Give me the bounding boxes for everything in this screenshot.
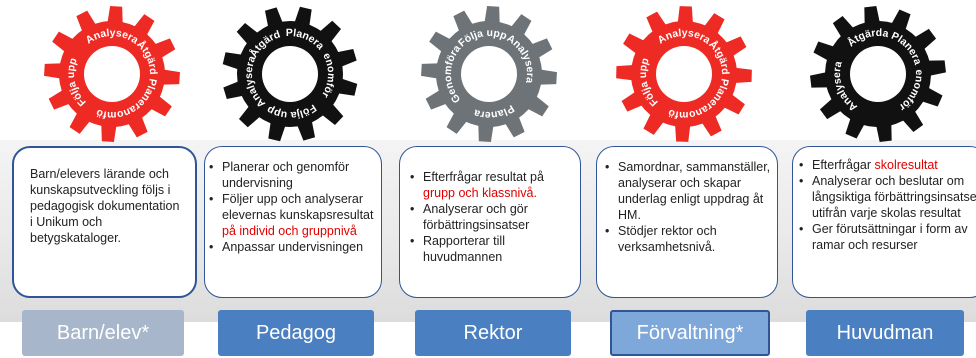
bullet-item: Rapporterar till huvudmannen: [410, 233, 574, 265]
gear-hole: [850, 46, 906, 102]
bullet-item: Stödjer rektor och verksamhetsnivå.: [605, 223, 773, 255]
gear-word: Analysera: [84, 27, 141, 47]
info-card: Samordnar, sammanställer, analyserar och…: [596, 146, 778, 298]
bullet-item: Samordnar, sammanställer, analyserar och…: [605, 159, 773, 223]
role-label-forvaltning: Förvaltning*: [610, 310, 770, 356]
gear-hole: [262, 46, 318, 102]
highlight-text: grupp och klassnivå.: [423, 186, 537, 200]
gear-word: Analysera: [656, 27, 713, 47]
column-huvudman: ÅtgärdaPlaneraGenomföraAnalysera Efterfr…: [786, 0, 976, 358]
highlight-text: på individ och gruppnivå: [222, 224, 357, 238]
gear-hole: [84, 46, 140, 102]
info-card: Planerar och genomför undervisning Följe…: [204, 146, 382, 298]
info-card: Efterfrågar skolresultat Analyserar och …: [792, 146, 976, 298]
gear-icon: Följa uppAnalyseraÅtgärdaPlaneraGenomför…: [40, 2, 184, 146]
gear-hole: [656, 46, 712, 102]
gear-graphic: Följa uppAnalyseraÅtgärdaPlaneraGenomför…: [40, 2, 180, 142]
gear-graphic: ÅtgärdaPlaneraGenomföraAnalysera: [806, 2, 946, 142]
bullet-list: Samordnar, sammanställer, analyserar och…: [605, 159, 773, 255]
bullet-list: Efterfrågar resultat på grupp och klassn…: [410, 169, 574, 265]
gear-hole: [461, 46, 517, 102]
bullet-item: Efterfrågar resultat på grupp och klassn…: [410, 169, 574, 201]
role-label-barn-elev: Barn/elev*: [22, 310, 184, 356]
bullet-item: Anpassar undervisningen: [209, 239, 377, 255]
bullet-item: Planerar och genomför undervisning: [209, 159, 377, 191]
column-barn-elev: Följa uppAnalyseraÅtgärdaPlaneraGenomför…: [0, 0, 200, 358]
role-label-pedagog: Pedagog: [218, 310, 374, 356]
card-text: Barn/elevers lärande och kunskapsutveckl…: [30, 167, 180, 245]
gear-graphic: ÅtgärdaPlaneraGenomföraFölja uppAnalyser…: [218, 2, 358, 142]
gear-icon: ÅtgärdaPlaneraGenomföraFölja uppAnalyser…: [218, 2, 362, 146]
role-label-rektor: Rektor: [415, 310, 571, 356]
bullet-list: Efterfrågar skolresultat Analyserar och …: [799, 157, 976, 253]
info-card: Efterfrågar resultat på grupp och klassn…: [399, 146, 581, 298]
info-card: Barn/elevers lärande och kunskapsutveckl…: [12, 146, 197, 298]
role-label-huvudman: Huvudman: [806, 310, 964, 356]
bullet-item: Analyserar och beslutar om långsiktiga f…: [799, 173, 976, 221]
highlight-text: skolresultat: [874, 158, 938, 172]
gear-graphic: Följa uppAnalyseraÅtgärdaPlaneraGenomför…: [612, 2, 752, 142]
gear-icon: Följa uppAnalyseraÅtgärdaPlaneraGenomför…: [612, 2, 756, 146]
bullet-item: Följer upp och analyserar elevernas kuns…: [209, 191, 377, 239]
column-forvaltning: Följa uppAnalyseraÅtgärdaPlaneraGenomför…: [590, 0, 786, 358]
bullet-item: Analyserar och gör förbättringsinsatser: [410, 201, 574, 233]
column-pedagog: ÅtgärdaPlaneraGenomföraFölja uppAnalyser…: [200, 0, 390, 358]
bullet-list: Planerar och genomför undervisning Följe…: [209, 159, 377, 255]
gear-icon: ÅtgärdaPlaneraGenomföraAnalysera: [806, 2, 950, 146]
bullet-item: Ger förutsättningar i form av ramar och …: [799, 221, 976, 253]
bullet-item: Efterfrågar skolresultat: [799, 157, 976, 173]
